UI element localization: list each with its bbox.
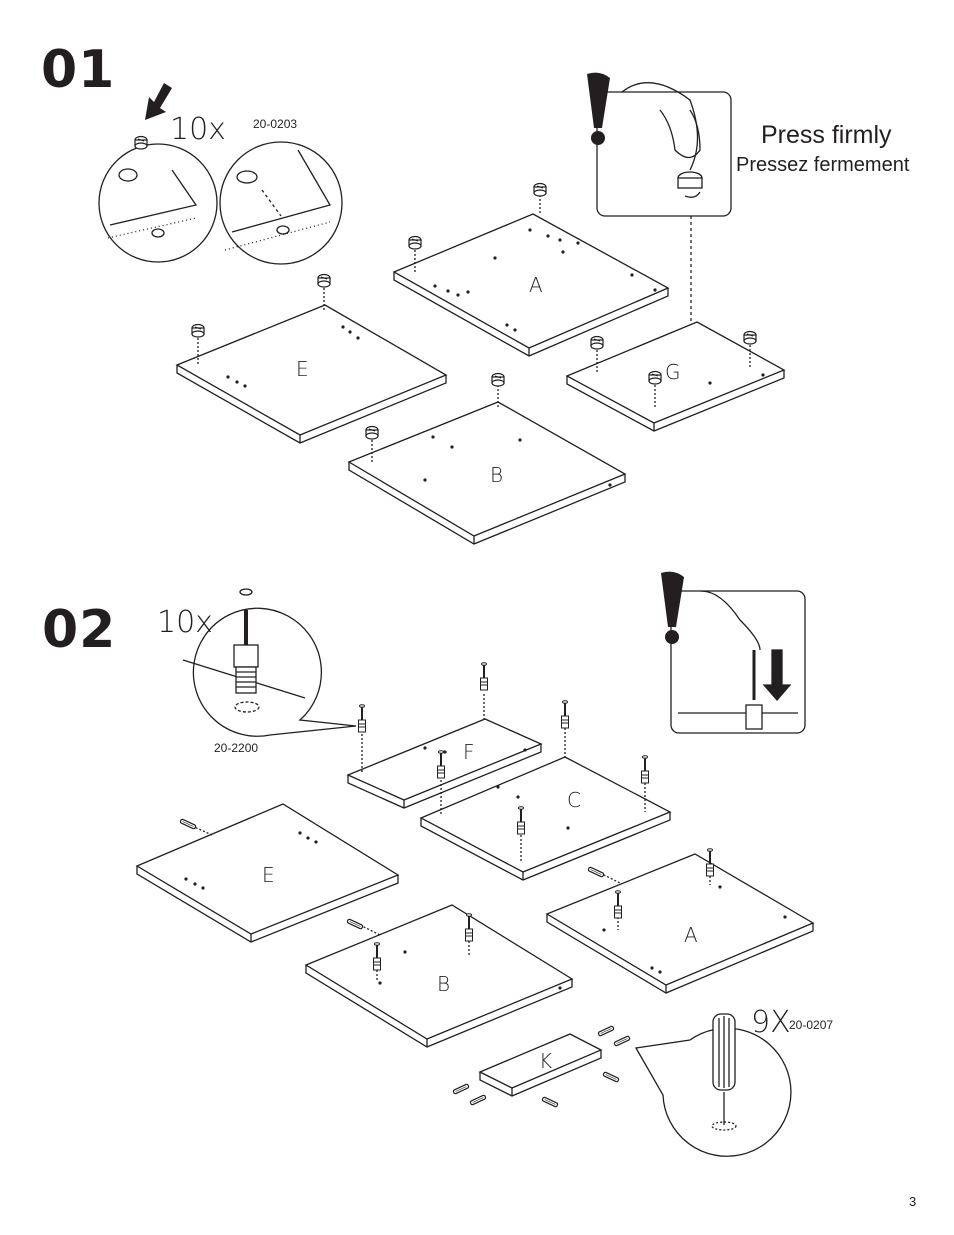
panel-label-e: E <box>262 863 275 887</box>
press-firmly-label: Press firmly <box>761 121 892 149</box>
panel-label-f: F <box>463 740 475 764</box>
dowel-quantity: 9X <box>751 1005 791 1040</box>
press-firmly-label-fr: Pressez fermement <box>736 154 910 176</box>
panel-label-k: K <box>539 1049 553 1073</box>
page-number: 3 <box>909 1194 917 1209</box>
cam-lock-part-code: 20-0203 <box>253 117 298 131</box>
step-number: 02 <box>42 600 117 660</box>
dowel-part-code: 20-0207 <box>789 1018 834 1032</box>
bolt-part-code: 20-2200 <box>214 741 259 755</box>
panel-label-c: C <box>567 788 581 812</box>
panel-label-a: A <box>684 923 698 947</box>
step-number: 01 <box>41 40 116 100</box>
cam-lock-quantity: 10x <box>170 112 226 147</box>
bolt-quantity: 10x <box>157 605 213 640</box>
panel-label-e: E <box>296 357 309 381</box>
panel-label-b: B <box>437 972 451 996</box>
panel-label-g: G <box>665 360 681 384</box>
panel-label-a: A <box>529 273 543 297</box>
panel-label-b: B <box>490 463 504 487</box>
